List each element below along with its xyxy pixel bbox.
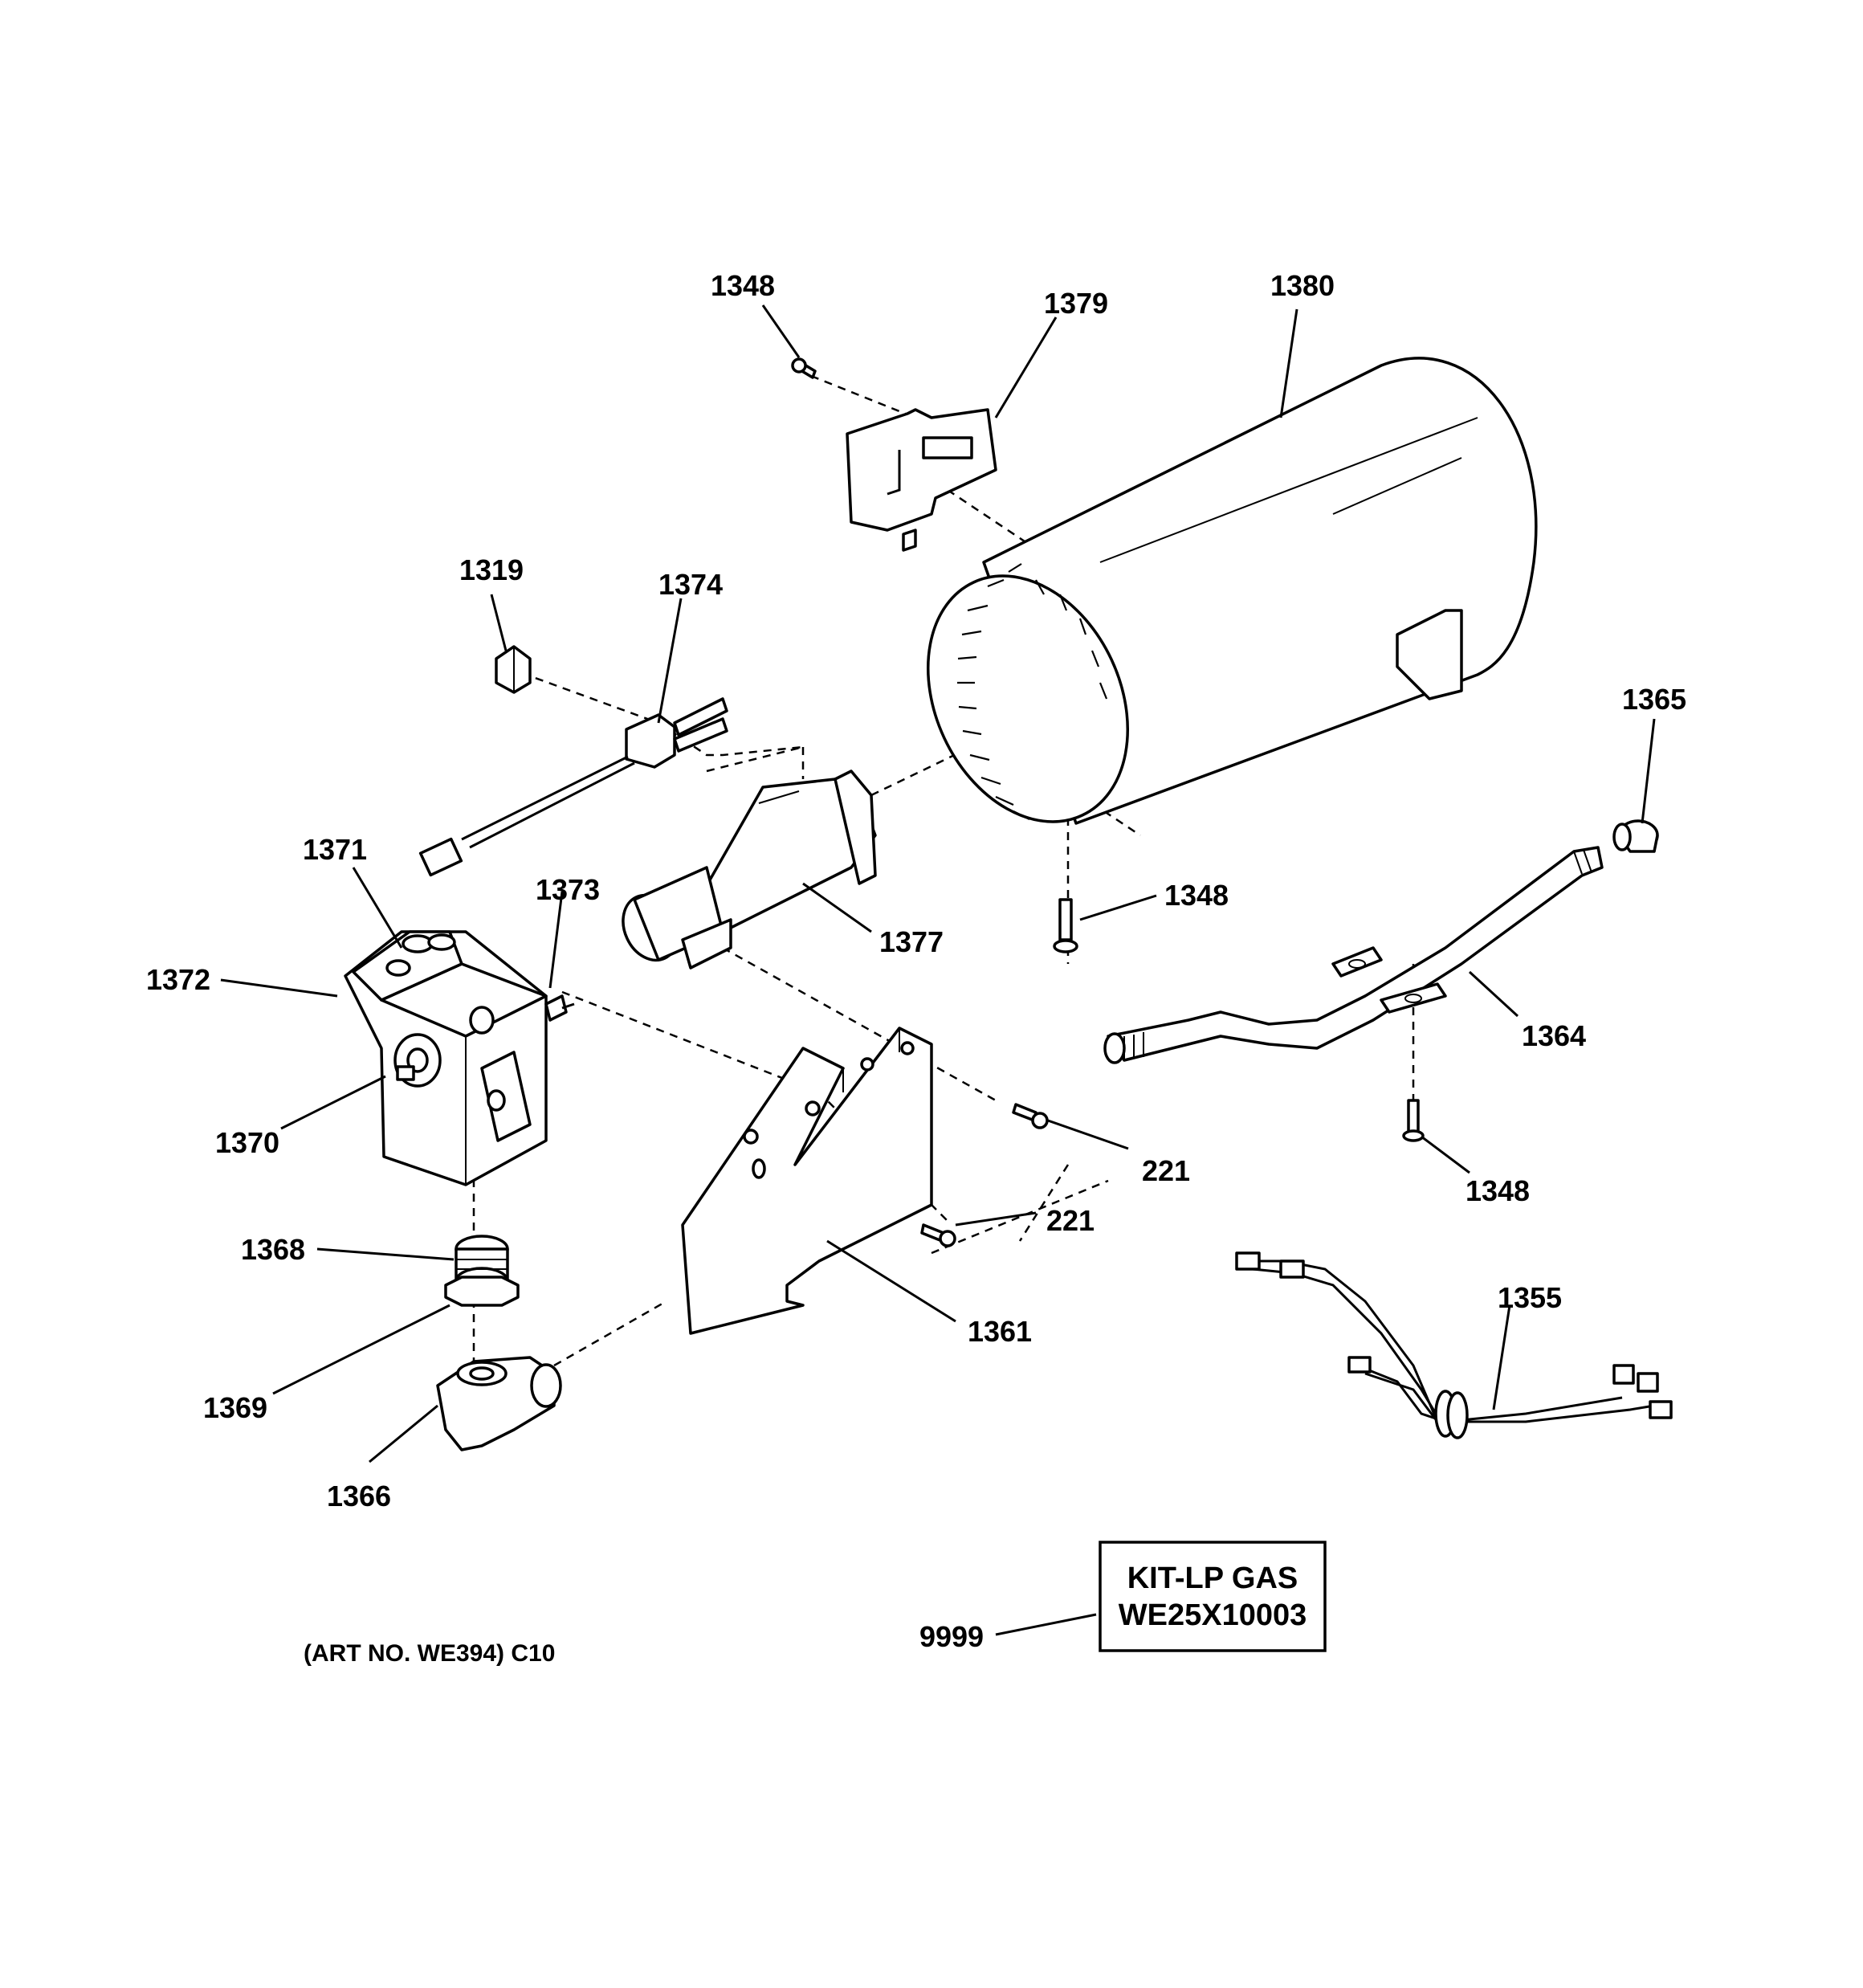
label-1379: 1379 [1044,287,1108,320]
label-1372: 1372 [146,963,210,996]
label-9999: 9999 [919,1620,984,1653]
label-1371: 1371 [303,833,367,866]
label-1377: 1377 [879,925,944,958]
label-1355: 1355 [1498,1281,1562,1314]
label-221-a: 221 [1142,1154,1190,1187]
label-1348-low: 1348 [1466,1174,1530,1207]
label-1369: 1369 [203,1391,267,1424]
cap-1365 [1612,819,1659,853]
screw-221-a [1012,1103,1049,1129]
screw-221-b [920,1223,956,1247]
art-number: (ART NO. WE394) C10 [304,1640,555,1667]
leader-lines [220,304,1656,1636]
label-1374: 1374 [658,568,723,601]
screw-1348-mid [1053,898,1078,953]
label-1368: 1368 [241,1233,305,1266]
bracket-1379 [846,408,997,552]
screw-1348-low [1402,1099,1425,1142]
gas-valve-1370 [344,930,575,1186]
nut-1369 [444,1276,520,1307]
label-1370: 1370 [215,1126,279,1159]
label-1380: 1380 [1270,269,1335,302]
label-1365: 1365 [1622,683,1686,716]
kit-line-2: WE25X10003 [1119,1598,1307,1632]
drum-1380 [927,357,1538,825]
screw-1348-top [791,357,817,379]
label-1319: 1319 [459,553,524,586]
igniter-1374 [418,697,728,877]
shield-1361 [681,1027,933,1335]
elbow-1366 [436,1356,562,1451]
label-221-b: 221 [1046,1204,1095,1237]
label-1366: 1366 [327,1480,391,1512]
pipe-1364 [1103,846,1604,1064]
label-1348-top: 1348 [711,269,775,302]
label-1348-mid: 1348 [1164,879,1229,912]
clip-1319 [495,645,532,694]
burner-tube-1377 [622,769,877,970]
label-1373: 1373 [536,873,600,906]
label-1364: 1364 [1522,1019,1586,1052]
part-labels: 1348 1379 1380 1319 1374 1365 1371 1373 … [146,269,1686,1653]
kit-box [1099,1541,1327,1652]
kit-line-1: KIT-LP GAS [1127,1561,1298,1595]
harness-1355 [1235,1251,1673,1439]
label-1361: 1361 [968,1315,1032,1348]
